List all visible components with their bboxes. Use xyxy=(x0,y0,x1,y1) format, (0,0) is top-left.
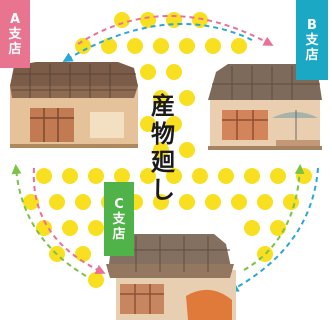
arrow-b-to-c xyxy=(228,167,319,292)
yellow-dot xyxy=(75,246,91,262)
yellow-dot xyxy=(75,194,91,210)
yellow-dot xyxy=(257,194,273,210)
branch-label-c-char-1: 支 xyxy=(112,211,126,227)
branch-letter-c: C xyxy=(114,196,124,212)
branch-letter-a: A xyxy=(9,11,21,27)
yellow-dot xyxy=(88,272,104,288)
yellow-dot xyxy=(140,64,156,80)
yellow-dot xyxy=(179,142,195,158)
yellow-dot xyxy=(153,142,169,158)
yellow-dot xyxy=(88,168,104,184)
branch-label-c-char-2: 店 xyxy=(112,226,126,242)
yellow-dot xyxy=(75,38,91,54)
yellow-dot xyxy=(49,194,65,210)
yellow-dot xyxy=(218,168,234,184)
yellow-dot xyxy=(153,90,169,106)
branch-label-a-char-1: 支 xyxy=(8,26,22,42)
yellow-dot xyxy=(36,168,52,184)
yellow-dot xyxy=(244,168,260,184)
yellow-dot xyxy=(166,116,182,132)
house-c xyxy=(106,234,236,320)
yellow-dot xyxy=(244,220,260,236)
yellow-dot xyxy=(270,220,286,236)
arrow-a-to-b xyxy=(77,15,274,46)
yellow-dot-pattern xyxy=(23,12,312,288)
yellow-dot xyxy=(140,168,156,184)
yellow-dot xyxy=(179,90,195,106)
center-label-char-4: し xyxy=(151,176,175,204)
yellow-dot xyxy=(36,220,52,236)
yellow-dot xyxy=(166,168,182,184)
center-label-char-1: 産 xyxy=(151,92,175,120)
arrow-c-to-a xyxy=(11,164,87,277)
yellow-dot xyxy=(127,38,143,54)
branch-tag-b: B 支 店 xyxy=(296,0,328,80)
yellow-dot xyxy=(62,220,78,236)
arrow-b-to-a xyxy=(62,23,253,63)
branch-tag-a: A 支 店 xyxy=(0,0,30,68)
yellow-dot xyxy=(88,220,104,236)
yellow-dot xyxy=(153,38,169,54)
yellow-dot xyxy=(62,168,78,184)
yellow-dot xyxy=(179,194,195,210)
yellow-dot xyxy=(140,116,156,132)
yellow-dot xyxy=(205,38,221,54)
yellow-dot xyxy=(140,12,156,28)
yellow-dot xyxy=(205,194,221,210)
yellow-dot xyxy=(101,38,117,54)
branch-label-a-char-2: 店 xyxy=(8,41,22,57)
yellow-dot xyxy=(23,194,39,210)
yellow-dot xyxy=(179,38,195,54)
house-b xyxy=(208,64,322,150)
center-label-char-2: 物 xyxy=(151,120,175,148)
yellow-dot xyxy=(153,194,169,210)
yellow-dot xyxy=(166,64,182,80)
branch-tag-c: C 支 店 xyxy=(104,182,134,256)
branch-label-b-char-1: 支 xyxy=(305,32,319,48)
yellow-dot xyxy=(192,168,208,184)
branch-label-b-char-2: 店 xyxy=(305,47,319,63)
yellow-dot xyxy=(231,194,247,210)
center-label-char-3: 廻 xyxy=(151,148,175,176)
center-label: 産 物 廻 し xyxy=(148,92,178,204)
yellow-dot xyxy=(166,12,182,28)
yellow-dot xyxy=(114,168,130,184)
exchange-arrows xyxy=(11,15,319,292)
branch-letter-b: B xyxy=(307,17,317,33)
house-a xyxy=(10,62,138,148)
yellow-dot xyxy=(231,38,247,54)
arrow-c-to-b xyxy=(243,164,305,271)
arrow-a-to-c xyxy=(32,167,106,274)
yellow-dot xyxy=(270,168,286,184)
yellow-dot xyxy=(114,12,130,28)
